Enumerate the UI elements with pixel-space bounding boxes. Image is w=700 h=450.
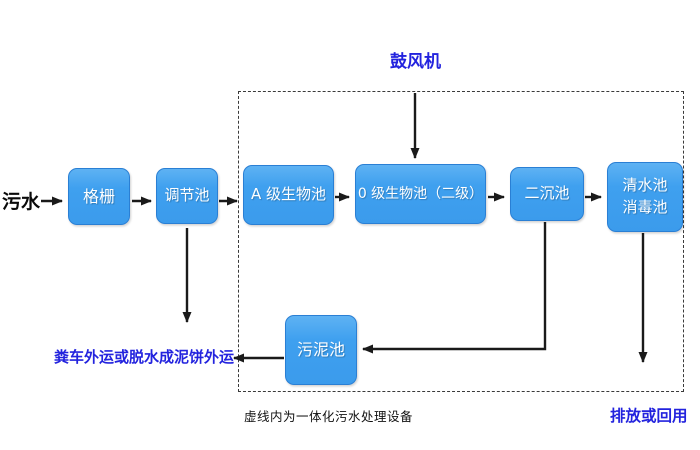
influent-label: 污水 bbox=[2, 191, 41, 213]
node-a-bio-tank-label: A 级生物池 bbox=[250, 185, 327, 204]
node-regulating-tank: 调节池 bbox=[156, 168, 218, 224]
node-clean-water-disinfection-tank: 清水池 消毒池 bbox=[607, 162, 683, 232]
node-o-bio-tank-label: 0 级生物池（二级） bbox=[357, 185, 484, 202]
node-clean-water-label: 清水池 bbox=[622, 176, 668, 195]
blower-label: 鼓风机 bbox=[390, 52, 441, 72]
node-grid: 格栅 bbox=[68, 168, 130, 225]
sludge-disposal-label: 粪车外运或脱水成泥饼外运 bbox=[54, 348, 235, 366]
node-sludge-tank-label: 污泥池 bbox=[296, 340, 345, 360]
node-regulating-tank-label: 调节池 bbox=[164, 186, 210, 205]
edge-sedimentation-to-sludge-tank bbox=[362, 222, 547, 354]
node-grid-label: 格栅 bbox=[82, 186, 115, 206]
boundary-note-label: 虚线内为一体化污水处理设备 bbox=[244, 409, 414, 424]
equipment-boundary-dashed-rect bbox=[238, 91, 684, 392]
node-secondary-sedimentation-tank: 二沉池 bbox=[510, 167, 584, 221]
node-sludge-tank: 污泥池 bbox=[285, 315, 357, 385]
node-disinfection-label: 消毒池 bbox=[622, 198, 668, 216]
node-secondary-sedimentation-label: 二沉池 bbox=[524, 184, 570, 203]
node-a-bio-tank: A 级生物池 bbox=[243, 165, 334, 225]
discharge-reuse-label: 排放或回用 bbox=[610, 407, 688, 425]
node-o-bio-tank: 0 级生物池（二级） bbox=[355, 164, 486, 224]
